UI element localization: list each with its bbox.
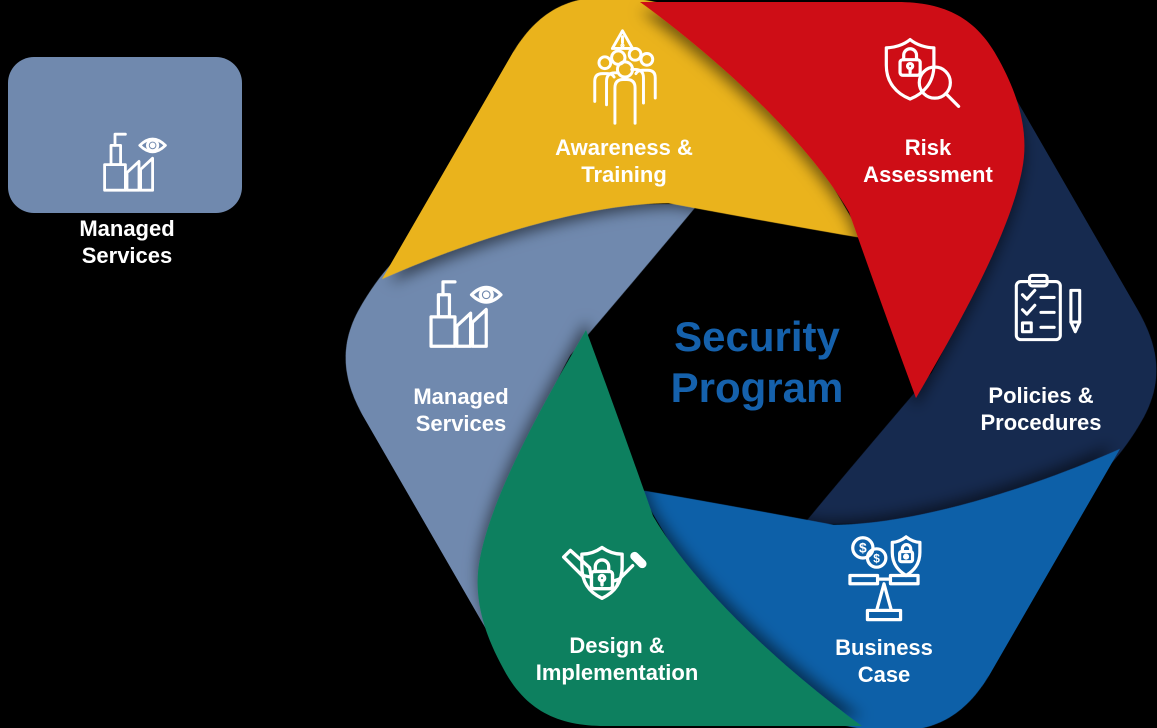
center-title: Security Program [670, 313, 844, 411]
risk-assessment-label: Risk Assessment [863, 135, 993, 187]
policies-procedures-label: Policies & Procedures [980, 383, 1102, 435]
badge-label: Managed Services [79, 216, 175, 268]
balance-scale-coins-shield-icon: $ $ [838, 533, 930, 629]
factory-eye-icon [420, 272, 512, 358]
business-case-label: Business Case [835, 635, 933, 687]
awareness-training-label: Awareness & Training [555, 135, 693, 187]
managed-services-badge: Managed Services [8, 57, 242, 268]
svg-text:$: $ [873, 552, 880, 566]
factory-eye-icon [95, 125, 175, 201]
managed-services-label: Managed Services [413, 384, 509, 436]
clipboard-checklist-pencil-icon [1004, 271, 1092, 359]
shield-lock-magnifier-icon [876, 35, 968, 121]
svg-text:$: $ [859, 540, 867, 555]
people-warning-icon [583, 27, 667, 127]
shield-lock-tools-icon [554, 536, 650, 628]
design-implementation-label: Design & Implementation [535, 633, 699, 685]
